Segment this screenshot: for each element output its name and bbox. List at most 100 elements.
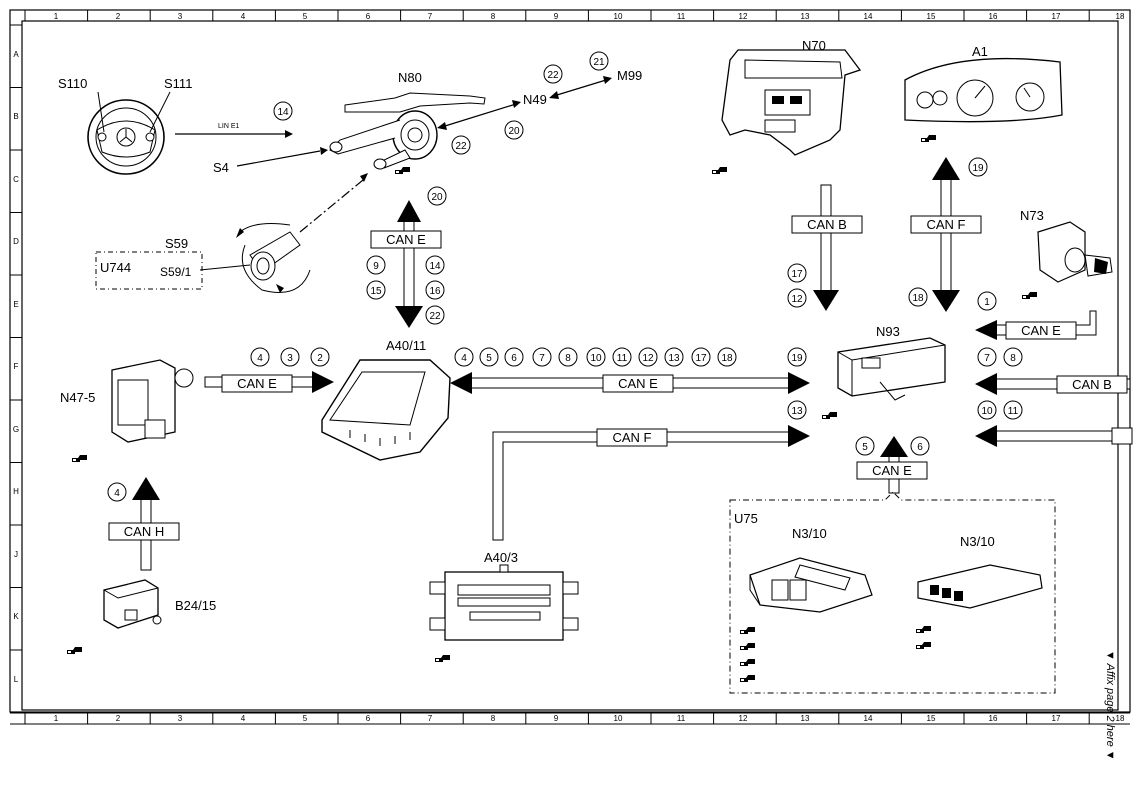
- grid-col-label: 10: [614, 12, 623, 21]
- bus-label-lin: LIN E1: [218, 123, 240, 130]
- conn-circle: 10: [977, 400, 997, 420]
- conn-circle: 15: [366, 280, 386, 300]
- conn-circle: 8: [1003, 347, 1023, 367]
- label-a1: A1: [972, 44, 988, 59]
- svg-text:7: 7: [539, 353, 545, 364]
- conn-circle: 9: [366, 255, 386, 275]
- svg-text:20: 20: [508, 126, 520, 137]
- can-f-a40-3-link: CAN F: [492, 425, 810, 541]
- grid-col-label: 16: [989, 714, 998, 723]
- svg-text:19: 19: [791, 353, 803, 364]
- grid-col-label: 15: [927, 714, 936, 723]
- svg-text:19: 19: [972, 163, 984, 174]
- conn-circle: 11: [1003, 400, 1023, 420]
- conn-circle: 18: [908, 287, 928, 307]
- grid-row-label: H: [13, 487, 19, 496]
- svg-text:17: 17: [791, 269, 803, 280]
- svg-text:22: 22: [429, 311, 441, 322]
- grid-col-label: 17: [1052, 714, 1061, 723]
- grid-col-label: 11: [677, 714, 686, 723]
- svg-text:10: 10: [590, 353, 602, 364]
- grid-col-label: 7: [428, 714, 433, 723]
- svg-text:16: 16: [429, 286, 441, 297]
- conn-circle: 12: [787, 288, 807, 308]
- bus-label-can-e-center: CAN E: [386, 232, 426, 247]
- label-b24-15: B24/15: [175, 598, 216, 613]
- bus-label-can-e-main: CAN E: [618, 376, 658, 391]
- central-gateway-icon: [837, 337, 946, 401]
- label-s59: S59: [165, 236, 188, 251]
- svg-text:20: 20: [431, 192, 443, 203]
- grid-row-label: F: [14, 362, 19, 371]
- grid-row-label: C: [13, 175, 19, 184]
- conn-circle: 5: [855, 436, 875, 456]
- label-a40-3: A40/3: [484, 550, 518, 565]
- grid-col-label: 14: [864, 714, 873, 723]
- conn-circle: 11: [612, 347, 632, 367]
- can-e-n73-link: CAN E: [975, 310, 1097, 340]
- label-n70: N70: [802, 38, 826, 53]
- steering-wheel-icon: [87, 99, 165, 175]
- esp-unit-icon: [111, 359, 194, 443]
- label-s59-1: S59/1: [160, 265, 192, 279]
- grid-col-label: 6: [366, 12, 371, 21]
- conn-circle: 6: [504, 347, 524, 367]
- grid-col-label: 14: [864, 12, 873, 21]
- label-u744: U744: [100, 260, 131, 275]
- conn-circle: 4: [107, 482, 127, 502]
- grid-col-label: 9: [554, 714, 559, 723]
- conn-circle: 19: [787, 347, 807, 367]
- grid-col-label: 10: [614, 714, 623, 723]
- svg-text:14: 14: [429, 261, 441, 272]
- svg-text:1: 1: [984, 297, 990, 308]
- conn-circle: 22: [543, 64, 563, 84]
- grid-row-label: E: [13, 300, 18, 309]
- svg-text:3: 3: [287, 353, 293, 364]
- side-note: ▼ Affix page 2 here ▼: [1104, 650, 1116, 761]
- conn-circle: 13: [787, 400, 807, 420]
- conn-circle: 5: [479, 347, 499, 367]
- grid-col-label: 11: [677, 12, 686, 21]
- conn-circle: 20: [504, 120, 524, 140]
- bus-label-can-e-u75: CAN E: [872, 463, 912, 478]
- steering-column-module-icon: [329, 92, 486, 170]
- label-n80: N80: [398, 70, 422, 85]
- grid-row-label: D: [13, 237, 19, 246]
- grid-frame: [9, 9, 1131, 725]
- svg-text:18: 18: [721, 353, 733, 364]
- conn-circle: 16: [425, 280, 445, 300]
- grid-col-label: 17: [1052, 12, 1061, 21]
- conn-circle: 1: [977, 291, 997, 311]
- label-s111: S111: [164, 76, 192, 91]
- grid-row-label: J: [14, 550, 18, 559]
- label-s4: S4: [213, 160, 229, 175]
- grid-col-label: 3: [178, 714, 183, 723]
- bus-label-can-e-n73: CAN E: [1021, 323, 1061, 338]
- conn-circle: 19: [968, 157, 988, 177]
- conn-circle: 17: [691, 347, 711, 367]
- bus-label-can-b-n70: CAN B: [807, 217, 847, 232]
- conn-circle: 7: [532, 347, 552, 367]
- svg-text:4: 4: [114, 488, 120, 499]
- grid-col-label: 5: [303, 714, 308, 723]
- label-n3-10-b: N3/10: [960, 534, 995, 549]
- grid-col-label: 8: [491, 12, 496, 21]
- grid-row-labels: A B C D E F G H J K L: [13, 50, 19, 684]
- svg-text:21: 21: [593, 57, 605, 68]
- grid-col-label: 13: [801, 714, 810, 723]
- grid-col-label: 16: [989, 12, 998, 21]
- svg-text:2: 2: [317, 353, 323, 364]
- svg-text:5: 5: [486, 353, 492, 364]
- grid-col-label: 12: [739, 12, 748, 21]
- svg-text:5: 5: [862, 442, 868, 453]
- svg-text:4: 4: [257, 353, 263, 364]
- ecu-n3-10-b-icon: [917, 564, 1043, 609]
- grid-col-label: 15: [927, 12, 936, 21]
- conn-circle: 22: [425, 305, 445, 325]
- grid-col-label: 18: [1116, 714, 1125, 723]
- bus-label-can-b-right: CAN B: [1072, 377, 1112, 392]
- connection-numbers: 14 21 22 20 22 20 9 14 15 16 22 17 12 19…: [107, 51, 1023, 502]
- conn-circle: 7: [977, 347, 997, 367]
- label-n3-10-a: N3/10: [792, 526, 827, 541]
